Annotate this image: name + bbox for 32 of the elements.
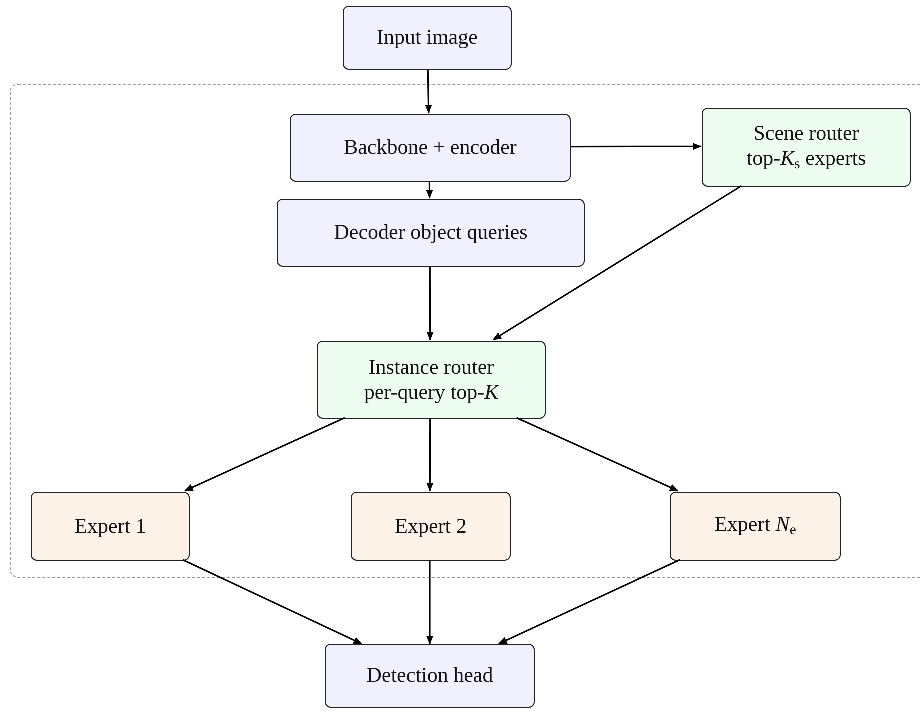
process-box bbox=[277, 199, 585, 267]
arrow bbox=[492, 185, 742, 341]
box-label: Instance router bbox=[368, 354, 494, 380]
arrow bbox=[426, 560, 434, 645]
arrow bbox=[516, 417, 680, 492]
box-label: per-query top-K bbox=[364, 380, 499, 406]
process-box bbox=[290, 114, 571, 182]
box-label: Backbone + encoder bbox=[344, 135, 517, 161]
process-box bbox=[670, 492, 841, 561]
box-label: Scene router bbox=[754, 120, 860, 146]
arrow bbox=[182, 559, 363, 645]
arrow bbox=[498, 559, 680, 645]
arrow bbox=[184, 417, 346, 492]
process-box bbox=[351, 492, 511, 561]
process-box bbox=[343, 6, 512, 70]
arrow bbox=[570, 143, 702, 150]
process-box bbox=[702, 108, 911, 187]
process-box bbox=[317, 341, 546, 419]
box-label: Expert 1 bbox=[74, 514, 146, 540]
box-label: Expert N$_{e}$ bbox=[714, 512, 796, 541]
process-box bbox=[325, 644, 535, 708]
arrow bbox=[426, 181, 434, 199]
dashed-group-frame bbox=[10, 84, 920, 578]
arrow bbox=[425, 70, 432, 114]
process-box bbox=[31, 492, 190, 561]
box-label: Decoder object queries bbox=[334, 220, 528, 246]
box-label: Detection head bbox=[366, 663, 494, 689]
box-label: Input image bbox=[377, 25, 478, 51]
arrow bbox=[426, 266, 434, 341]
box-label: Expert 2 bbox=[395, 514, 467, 540]
box-label: top-K$_{s}$ experts bbox=[746, 146, 866, 174]
arrow bbox=[426, 418, 434, 492]
